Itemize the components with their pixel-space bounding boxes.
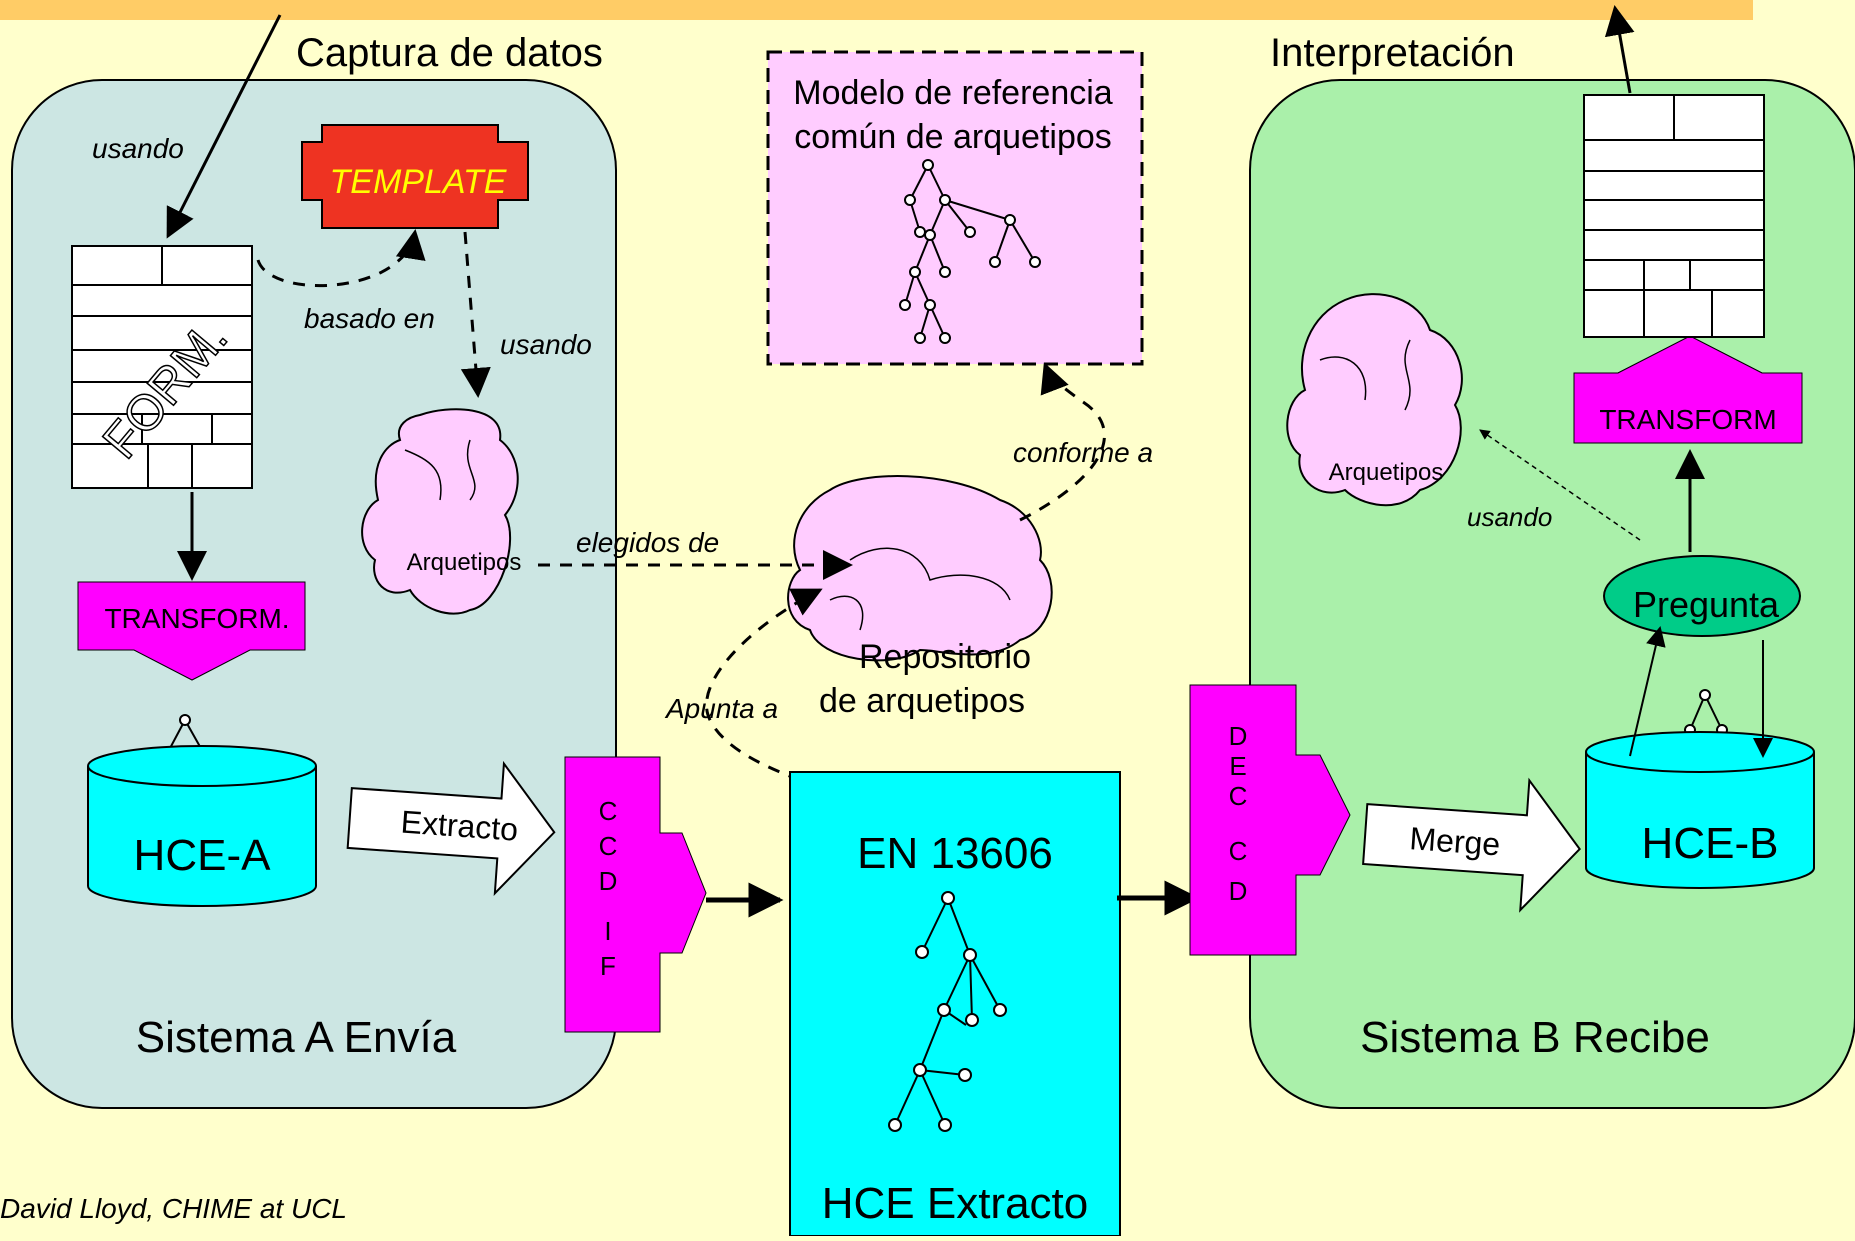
template-using-label: usando: [500, 329, 592, 360]
decoder-letter: C: [1229, 836, 1248, 866]
output-arrow: [1604, 5, 1635, 94]
using-form-label: usando: [92, 133, 184, 164]
encoder-letter: D: [599, 866, 618, 896]
hce-a-database: [87, 745, 317, 907]
top-bar: [0, 0, 1753, 20]
query-label: Pregunta: [1633, 584, 1780, 625]
encoder-letter: C: [599, 831, 618, 861]
extract-tree-icon: [888, 891, 1007, 1132]
merge-arrow-shape: [1362, 777, 1581, 913]
extract-arrow-label: Extracto: [400, 804, 520, 848]
extract-title: HCE Extracto: [822, 1179, 1089, 1228]
transform-b-label: TRANSFORM: [1599, 404, 1776, 435]
extract-arrow-shape: [346, 760, 556, 896]
merge-arrow-label: Merge: [1408, 820, 1501, 862]
encoder-letters: C C D I F: [599, 796, 618, 981]
template-shape: [301, 124, 529, 229]
reference-model-box: [766, 50, 1144, 366]
credit-label: David Lloyd, CHIME at UCL: [0, 1193, 347, 1224]
archetypes-b-cloud: [1286, 293, 1463, 507]
conforms-to-arrow: [1019, 362, 1106, 522]
archetypes-a-cloud: [361, 408, 519, 615]
transform-a-label: TRANSFORM.: [104, 603, 289, 634]
extract-box: [789, 771, 1121, 1237]
template-label: TEMPLATE: [330, 163, 507, 201]
hce-a-label: HCE-A: [134, 831, 272, 880]
hce-b-label: HCE-B: [1642, 819, 1779, 868]
capture-arrow: [166, 14, 282, 239]
form-grid: [71, 245, 253, 489]
decoder-letter: D: [1229, 721, 1248, 751]
encoder-shape: [564, 756, 707, 1033]
system-a-title: Sistema A Envía: [136, 1013, 457, 1062]
encoder-letter: C: [599, 796, 618, 826]
extract-standard-label: EN 13606: [857, 829, 1053, 878]
interpretation-label: Interpretación: [1270, 31, 1515, 75]
ehr-to-query-arrow: [1629, 626, 1666, 757]
decoder-letter: E: [1229, 751, 1246, 781]
encoder-letter: F: [600, 951, 616, 981]
capture-label: Captura de datos: [296, 31, 603, 75]
decoder-letter: D: [1229, 876, 1248, 906]
using-b-label: usando: [1467, 502, 1552, 532]
points-to-arrow: [705, 588, 863, 804]
encoder-letter: I: [604, 916, 611, 946]
decoder-letter: C: [1229, 781, 1248, 811]
points-to-label: Apunta a: [664, 693, 778, 724]
based-on-label: basado en: [304, 303, 435, 334]
repository-line1: Repositorio: [859, 638, 1031, 676]
repository-line2: de arquetipos: [819, 682, 1025, 720]
output-form-grid: [1583, 94, 1765, 338]
reference-model-tree-icon: [899, 159, 1041, 344]
hce-b-database: [1585, 731, 1815, 889]
reference-model-line1: Modelo de referencia: [793, 74, 1113, 112]
archetypes-b-label: Arquetipos: [1329, 459, 1444, 486]
decoder-shape: [1189, 684, 1351, 956]
conforms-to-label: conforme a: [1013, 437, 1153, 468]
reference-model-line2: común de arquetipos: [794, 118, 1112, 156]
repository-cloud: [787, 475, 1053, 662]
template-using-arrow: [460, 231, 491, 398]
query-ellipse: [1603, 555, 1801, 637]
transform-a-shape: [77, 581, 306, 681]
chosen-from-label: elegidos de: [576, 527, 719, 558]
based-on-arrow: [256, 229, 426, 288]
system-b-title: Sistema B Recibe: [1360, 1013, 1710, 1062]
archetypes-a-label: Arquetipos: [407, 549, 522, 576]
decoder-letters: D E C C D: [1229, 721, 1248, 906]
